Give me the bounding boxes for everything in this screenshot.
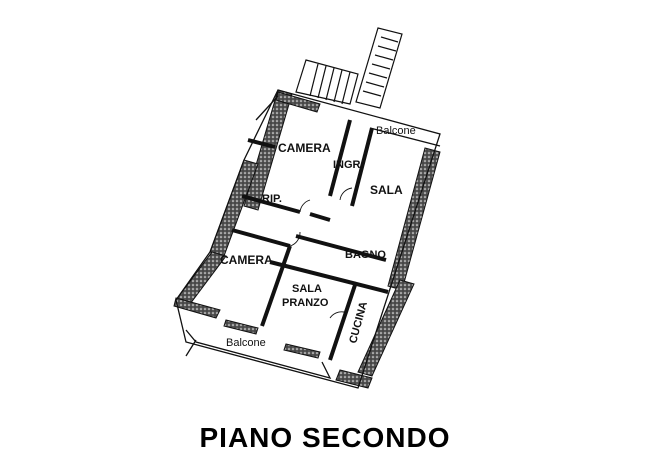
outline bbox=[175, 89, 441, 389]
room-cucina: CUCINA bbox=[347, 300, 370, 344]
balcony-label-top: Balcone bbox=[376, 125, 416, 137]
door-swings bbox=[289, 187, 353, 319]
room-rip: RIP. bbox=[262, 193, 282, 205]
room-camera-top: CAMERA bbox=[278, 141, 331, 155]
room-sala-pranzo-line2: PRANZO bbox=[282, 297, 329, 309]
balcony-label-bottom: Balcone bbox=[226, 337, 266, 349]
interior-walls bbox=[231, 119, 389, 361]
room-sala-pranzo-line1: SALA bbox=[292, 283, 322, 295]
staircase bbox=[295, 27, 403, 109]
room-ingr: INGR. bbox=[333, 159, 364, 171]
floor-caption: PIANO SECONDO bbox=[199, 422, 451, 453]
room-sala: SALA bbox=[370, 183, 403, 197]
room-bagno: BAGNO bbox=[345, 249, 386, 261]
room-camera-bottom: CAMERA bbox=[220, 253, 273, 267]
